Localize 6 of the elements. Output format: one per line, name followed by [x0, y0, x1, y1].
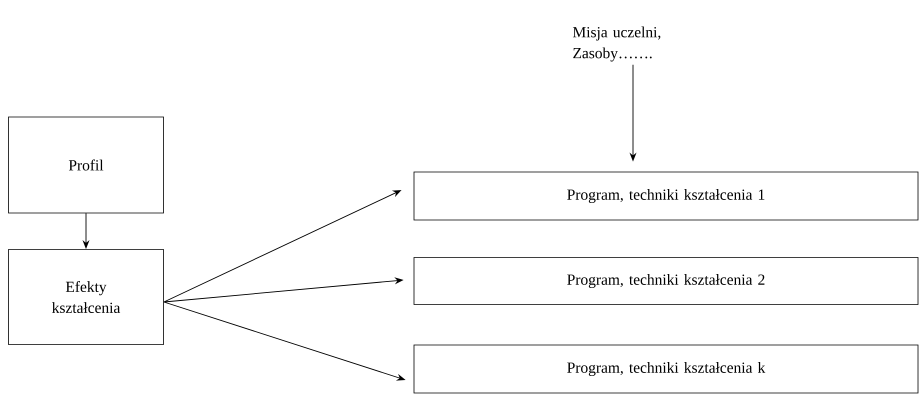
- process-box: Profil: [8, 116, 164, 214]
- process-box: Program, techniki kształcenia k: [414, 344, 918, 394]
- note-text: Misja uczelni, Zasoby…….: [572, 26, 660, 62]
- process-box: Program, techniki kształcenia 1: [414, 172, 918, 220]
- process-box: Efekty kształcenia: [8, 249, 164, 345]
- process-box: Program, techniki kształcenia 2: [414, 257, 918, 305]
